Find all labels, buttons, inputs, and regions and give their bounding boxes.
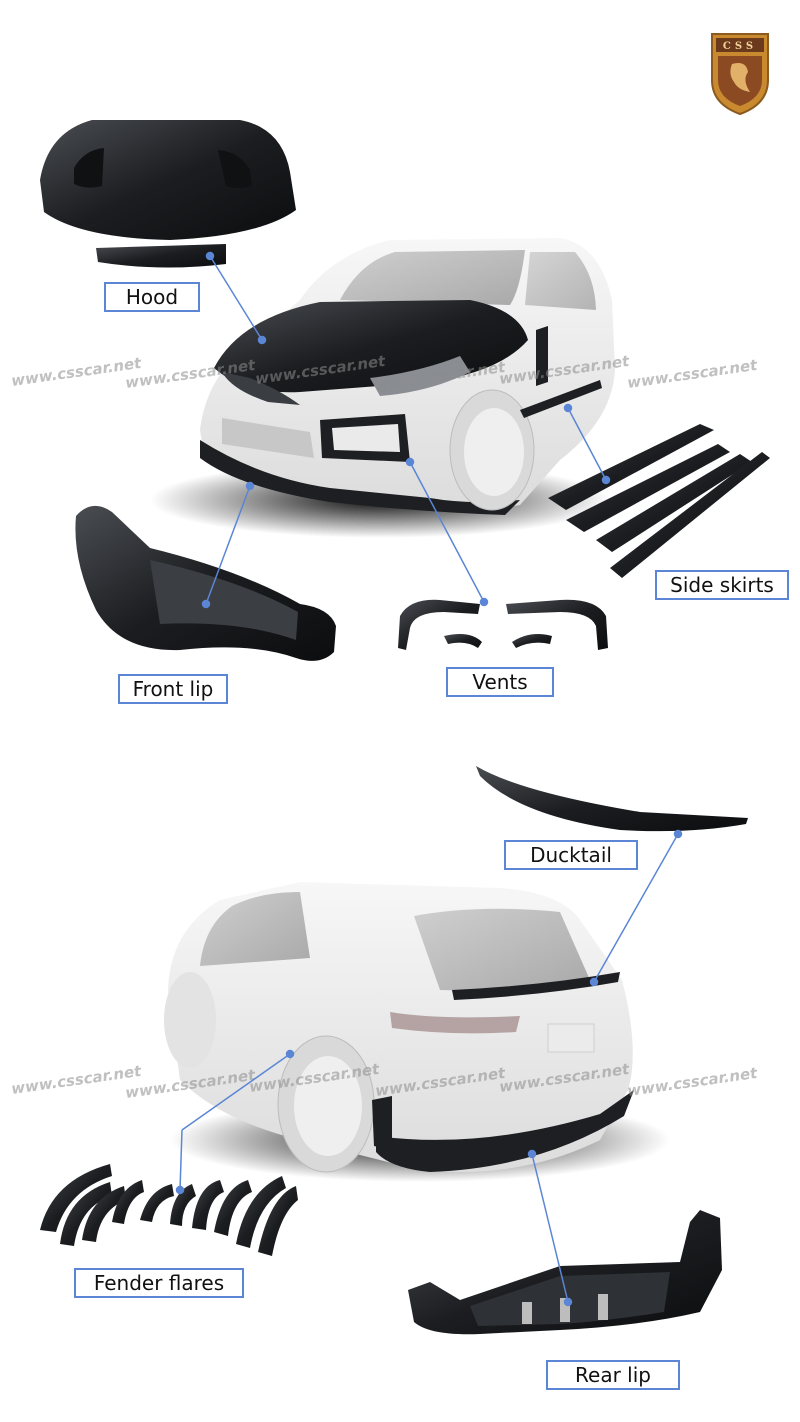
callout-lines [175, 251, 683, 1307]
rear-lip-part [408, 1210, 722, 1335]
watermark-text: www.csscar.net [10, 354, 143, 390]
label-front-lip: Front lip [118, 674, 228, 704]
label-vents: Vents [446, 667, 554, 697]
label-side-skirts: Side skirts [655, 570, 789, 600]
css-logo: CSS [711, 33, 769, 116]
logo-text: CSS [723, 41, 757, 52]
label-ducktail: Ducktail [504, 840, 638, 870]
hood-part [40, 120, 296, 268]
rear-car-image [164, 882, 670, 1182]
watermark-text: www.csscar.net [10, 1062, 143, 1098]
label-fender-flares: Fender flares [74, 1268, 244, 1298]
fender-flares-part [40, 1164, 298, 1256]
front-car-image [150, 238, 615, 538]
watermark-text: www.csscar.net [626, 1064, 759, 1100]
ducktail-part [476, 766, 748, 832]
vents-part [398, 599, 608, 650]
watermark-text: www.csscar.net [626, 356, 759, 392]
label-hood: Hood [104, 282, 200, 312]
label-rear-lip: Rear lip [546, 1360, 680, 1390]
front-lip-part [75, 505, 336, 661]
side-skirts-part [548, 424, 770, 578]
